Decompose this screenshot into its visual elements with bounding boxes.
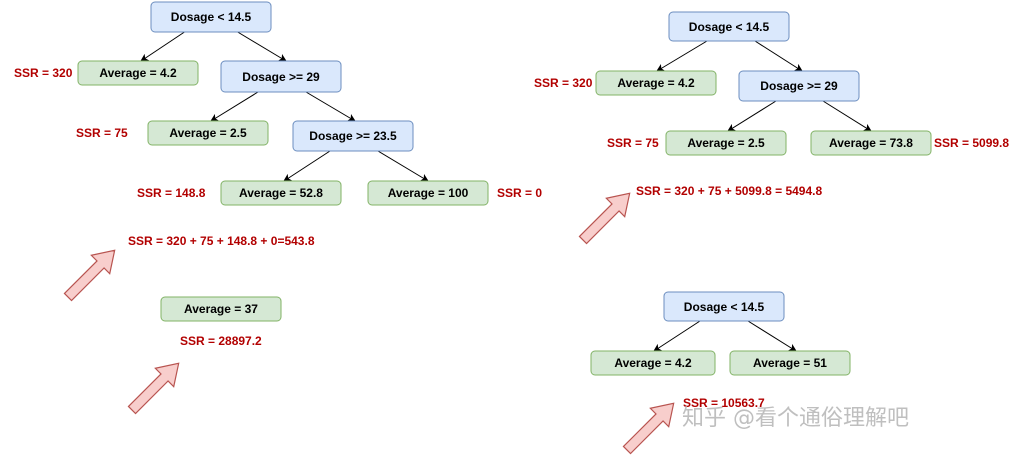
tree1-root-label: Dosage < 14.5	[171, 10, 252, 24]
pointer-arrow-1	[63, 249, 116, 302]
tree1-leaf2-label: Average = 2.5	[169, 126, 247, 140]
pointer-arrow-3	[578, 192, 631, 245]
tree1-node2-label: Dosage >= 29	[242, 70, 320, 84]
single-leaf-node: Average = 37	[160, 296, 282, 322]
tree3-leaf-left: Average = 4.2	[590, 350, 716, 376]
pointer-arrow-4	[622, 402, 675, 455]
tree1-root-node: Dosage < 14.5	[150, 1, 272, 33]
tree3-leaf-right-label: Average = 51	[753, 356, 827, 370]
tree3-root-label: Dosage < 14.5	[684, 300, 765, 314]
tree1-leaf-left-label: Average = 4.2	[99, 66, 177, 80]
tree2-leaf2b-label: Average = 73.8	[829, 136, 913, 150]
tree3-leaf-right: Average = 51	[729, 350, 851, 376]
tree1-node3: Dosage >= 23.5	[292, 120, 414, 152]
tree3-edge-root-left	[653, 320, 701, 352]
tree2-root-label: Dosage < 14.5	[689, 20, 770, 34]
tree1-ssr3b: SSR = 0	[497, 186, 542, 200]
tree2-leaf2a: Average = 2.5	[665, 130, 787, 156]
tree2-root-node: Dosage < 14.5	[668, 11, 790, 42]
tree2-node2: Dosage >= 29	[738, 70, 860, 102]
tree3-edge-root-right	[747, 320, 797, 352]
tree1-total-ssr: SSR = 320 + 75 + 148.8 + 0=543.8	[128, 234, 315, 248]
tree1-edge-node2-left	[210, 91, 259, 122]
tree2-leaf2a-label: Average = 2.5	[687, 136, 765, 150]
single-leaf-ssr: SSR = 28897.2	[180, 334, 262, 348]
tree2-ssr2b: SSR = 5099.8	[934, 136, 1009, 150]
tree2-ssr-left: SSR = 320	[534, 76, 593, 90]
tree2-edge-root-right	[754, 40, 803, 72]
tree1-node3-label: Dosage >= 23.5	[309, 129, 397, 143]
tree3-root-node: Dosage < 14.5	[663, 291, 785, 322]
tree1-node2: Dosage >= 29	[220, 60, 342, 93]
tree1-ssr3a: SSR = 148.8	[137, 186, 206, 200]
tree3-leaf-left-label: Average = 4.2	[614, 356, 692, 370]
tree1-edge-node3-right	[377, 150, 429, 182]
tree1-edge-root-left	[140, 30, 187, 62]
tree2-ssr2a: SSR = 75	[607, 136, 659, 150]
tree2-leaf-left: Average = 4.2	[595, 70, 717, 96]
tree3-ssr: SSR = 10563.7	[683, 396, 765, 410]
single-leaf-label: Average = 37	[184, 302, 258, 316]
tree1-ssr2: SSR = 75	[76, 126, 128, 140]
tree2-edge-node2-left	[727, 100, 777, 132]
tree1-edge-node2-right	[305, 91, 356, 122]
tree1-leaf3a-label: Average = 52.8	[239, 186, 323, 200]
tree2-leaf2b: Average = 73.8	[810, 130, 932, 156]
tree1-leaf-left: Average = 4.2	[77, 60, 199, 86]
tree1-edge-root-right	[235, 30, 287, 62]
tree2-edge-root-left	[656, 40, 708, 72]
tree1-leaf2: Average = 2.5	[147, 120, 269, 146]
pointer-arrow-2	[127, 362, 180, 415]
watermark-text: 知乎 @看个通俗理解吧	[682, 406, 909, 431]
tree2-node2-label: Dosage >= 29	[760, 79, 838, 93]
tree1-leaf3b: Average = 100	[367, 180, 489, 206]
tree1-ssr-left: SSR = 320	[14, 66, 73, 80]
tree2-leaf-left-label: Average = 4.2	[617, 76, 695, 90]
tree1-leaf3a: Average = 52.8	[220, 180, 342, 206]
tree1-edge-node3-left	[283, 150, 331, 182]
tree2-total-ssr: SSR = 320 + 75 + 5099.8 = 5494.8	[636, 184, 822, 198]
tree2-edge-node2-right	[822, 100, 872, 132]
tree1-leaf3b-label: Average = 100	[388, 186, 469, 200]
